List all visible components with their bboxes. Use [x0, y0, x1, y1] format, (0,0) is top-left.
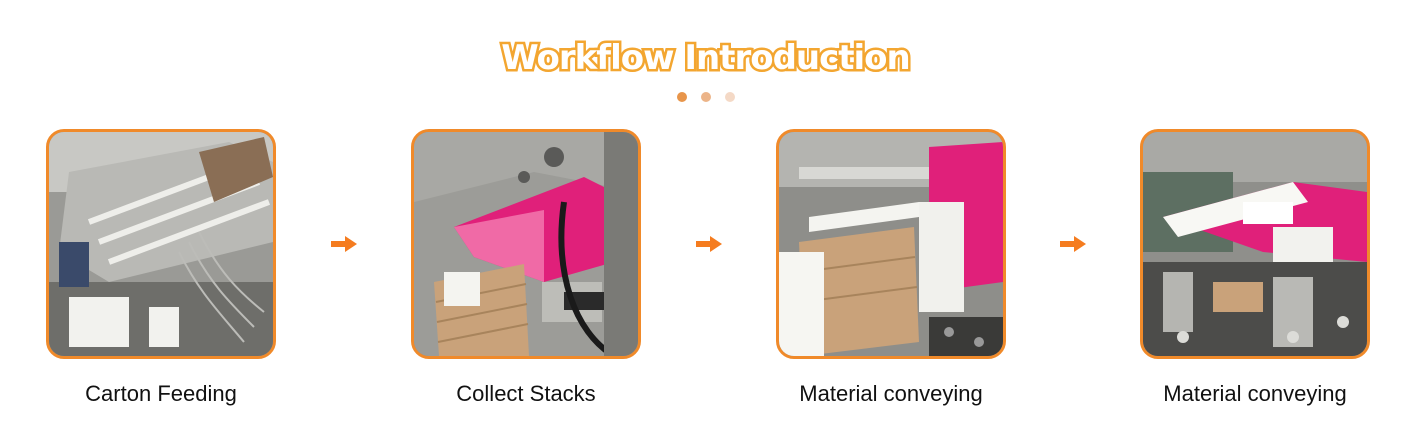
pagination-dot-2[interactable] — [700, 92, 711, 102]
carton-feeding-photo — [46, 129, 276, 359]
step-label-material-conveying-1: Material conveying — [799, 381, 983, 406]
collect-stacks-photo — [411, 129, 641, 359]
workflow-step-4: Material conveying — [1140, 129, 1370, 406]
material-conveying-photo — [1140, 129, 1370, 359]
step-label-material-conveying-2: Material conveying — [1163, 381, 1347, 406]
material-conveying-photo — [776, 129, 1006, 359]
arrow-right-icon — [696, 236, 722, 252]
step-label-carton-feeding: Carton Feeding — [85, 381, 237, 406]
pagination-dot-1[interactable] — [676, 92, 687, 102]
step-label-collect-stacks: Collect Stacks — [456, 381, 596, 406]
workflow-step-3: Material conveying — [776, 129, 1006, 406]
page-title: Workflow Introduction — [499, 36, 913, 81]
arrow-right-icon — [331, 236, 357, 252]
workflow-step-1: Carton Feeding — [46, 129, 276, 406]
arrow-right-icon — [1060, 236, 1086, 252]
pagination-dot-3[interactable] — [724, 92, 735, 102]
workflow-step-2: Collect Stacks — [411, 129, 641, 406]
pagination-dots — [0, 92, 1411, 102]
